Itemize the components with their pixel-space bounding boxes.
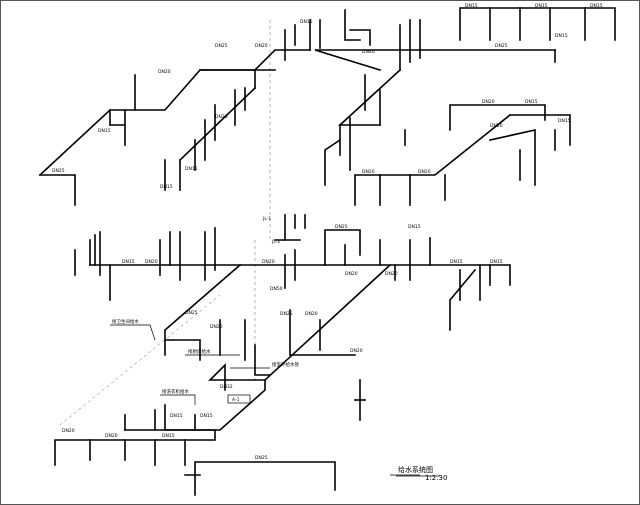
pipe-size-label: DN20 <box>490 123 503 129</box>
pipe-size-label: DN15 <box>122 259 135 265</box>
pipe-network-upper-left <box>38 9 371 206</box>
pipe-size-label: DN15 <box>408 224 421 230</box>
pipe-size-label: DN15 <box>450 259 463 265</box>
pipe-size-label: DN20 <box>105 433 118 439</box>
pipe-network-middle <box>74 214 511 331</box>
pipe-size-label: DN15 <box>590 3 603 9</box>
pipe-size-label: DN25 <box>335 224 348 230</box>
pipe-size-label: DN15 <box>465 3 478 9</box>
note-label: 接厨房给水 <box>188 348 211 355</box>
note-label: 接卫生间给水 <box>112 318 139 325</box>
pipe-size-label: DN15 <box>555 33 568 39</box>
riser-label: JL-2 <box>271 239 280 245</box>
pipe-size-label: DN20 <box>482 99 495 105</box>
drawing-title: 给水系统图 <box>398 465 433 474</box>
pipe-size-label: DN25 <box>185 310 198 316</box>
pipe-size-label: DN25 <box>280 311 293 317</box>
pipe-size-label: DN20 <box>215 114 228 120</box>
pipe-size-label: DN20 <box>350 348 363 354</box>
pipe-size-label: DN15 <box>170 413 183 419</box>
note-label: 接室外给水管 <box>272 361 299 368</box>
pipe-size-label: DN20 <box>385 271 398 277</box>
pipe-size-label: DN15 <box>200 413 213 419</box>
pipe-size-label: DN15 <box>185 166 198 172</box>
pipe-size-label: DN20 <box>145 259 158 265</box>
pipe-size-label: DN25 <box>255 455 268 461</box>
pipe-size-label: DN20 <box>255 43 268 49</box>
pipe-size-label: DN20 <box>262 259 275 265</box>
pipe-size-label: DN15 <box>535 3 548 9</box>
pipe-size-label: DN20 <box>158 69 171 75</box>
pipe-size-label: DN15 <box>525 99 538 105</box>
pipe-size-label: DN20 <box>210 324 223 330</box>
pipe-size-label: DN15 <box>558 118 571 124</box>
pipe-size-label: DN25 <box>495 43 508 49</box>
pipe-size-label: DN15 <box>162 433 175 439</box>
pipe-size-label: DN15 <box>160 184 173 190</box>
pipe-size-label: DN32 <box>220 384 233 390</box>
pipe-size-label: DN25 <box>52 168 65 174</box>
pipe-size-label: DN20 <box>62 428 75 434</box>
pipe-size-label: DN15 <box>98 128 111 134</box>
note-leaders <box>110 324 420 476</box>
pipe-size-label: DN20 <box>362 169 375 175</box>
reference-line <box>59 294 221 426</box>
drawing-scale: 1:2.30 <box>425 474 447 482</box>
pipe-size-label: DN25 <box>215 43 228 49</box>
pipe-network-lower <box>54 263 392 496</box>
pipe-size-label: DN20 <box>305 311 318 317</box>
pipe-size-label: DN15 <box>490 259 503 265</box>
tag-label: A-1 <box>232 397 240 403</box>
pipe-size-label: DN20 <box>345 271 358 277</box>
pipe-size-label: DN40 <box>362 49 375 55</box>
note-label: 接洗衣机给水 <box>162 388 189 395</box>
pipe-network-upper-right <box>314 7 616 206</box>
pipe-size-label: DN50 <box>270 286 283 292</box>
pipe-size-label: DN20 <box>418 169 431 175</box>
riser-label: JL-1 <box>262 216 271 222</box>
pipe-size-label: DN15 <box>300 19 313 25</box>
